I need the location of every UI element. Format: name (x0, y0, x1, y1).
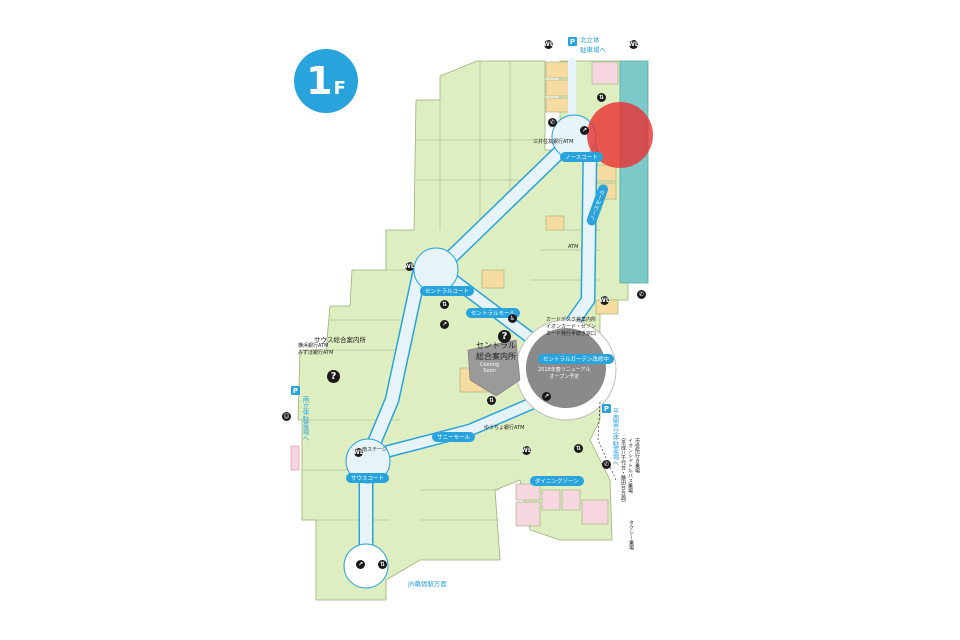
shop-block (515, 483, 541, 501)
coming-soon-label: Coming Soon (480, 362, 500, 374)
baby-room-icon: ☺ (282, 412, 291, 421)
floor-number: 1 (306, 59, 333, 103)
walkway-west-vertical-fill (366, 264, 426, 454)
shop-block (581, 499, 609, 525)
dining-zone-label: ダイニングゾーン (530, 476, 584, 486)
floor-badge: 1 F (294, 49, 358, 113)
parking-icon: P (602, 404, 611, 413)
walkway-north-diagonal-fill (434, 134, 578, 274)
atm-right-label: ATM (568, 244, 579, 250)
parking-icon: P (291, 386, 300, 395)
restroom-icon: ŴĿ (599, 296, 610, 305)
shop-block (591, 61, 619, 85)
renewal-label: 2018年春リニューアル オープン予定 (538, 367, 591, 380)
teal-block (619, 60, 649, 284)
phone-icon: ✆ (637, 290, 646, 299)
restroom-icon: ŴĿ (353, 448, 364, 457)
restroom-icon: ŴĿ (521, 446, 532, 455)
escalator-icon: ↗ (542, 392, 551, 401)
south-parking-label: 南立体駐車場へ (301, 396, 309, 442)
shop-block (515, 501, 541, 527)
elevator-icon: ⇅ (378, 560, 387, 569)
shop-block (541, 489, 561, 511)
central-info-label: セントラル 総合案内所 (476, 341, 516, 361)
north-parking-label: 北立体 駐車場へ (580, 36, 606, 54)
wheelchair-icon: ♿ (508, 314, 517, 323)
taxi-label: タクシー乗場 (628, 520, 634, 550)
elevator-icon: ⇅ (574, 444, 583, 453)
south-info-label: サウス総合案内所 (314, 336, 366, 344)
shop-block (481, 269, 505, 289)
info-icon: ? (498, 330, 511, 343)
shop-block (545, 97, 571, 113)
south-entrance-court (343, 543, 389, 589)
central-garden-label: セントラルガーデン改修中 (538, 354, 614, 364)
central-garden-inner (526, 328, 606, 408)
walkway-sunny-fill (365, 395, 545, 461)
south-court-label: サウスコート (346, 473, 390, 483)
phone-icon: ✆ (602, 460, 611, 469)
station-direction-label: JR幕張駅方面 (408, 580, 447, 588)
restroom-icon: ŴĿ (404, 262, 415, 271)
escalator-icon: ↗ (356, 560, 365, 569)
elevator-icon: ⇅ (440, 300, 449, 309)
bus-route (597, 401, 617, 481)
bus-note-label: 市役所行き乗場 イオンシャトルバス乗場 (京成八千代台・勝田台方面) (620, 438, 640, 502)
atm-south-label: 横浜銀行ATM みずほ銀行ATM (298, 343, 334, 356)
escalator-icon: ↗ (580, 126, 589, 135)
north-court-label: ノースコート (560, 152, 603, 162)
parking-icon: P (568, 37, 577, 46)
central-mall-label: セントラルモール (466, 308, 521, 318)
south-stage-label: 南ステージ (362, 447, 387, 453)
shop-block (545, 61, 571, 79)
restroom-icon: ŴĿ (543, 40, 554, 49)
sunny-mall-label: サニーモール (432, 432, 476, 442)
shop-block (545, 79, 571, 97)
shop-block (545, 215, 565, 231)
central-court-label: セントラルコート (420, 286, 474, 296)
restroom-icon: ŴĿ (628, 40, 639, 49)
bank-atm-label: 三井住友銀行ATM (533, 139, 574, 145)
phone-icon: ✆ (548, 118, 557, 127)
floor-unit: F (333, 78, 346, 99)
info-icon: ? (327, 370, 340, 383)
cards-label: カードデスク兼案内所 イオンカード・セゾン カード発行手続き窓口 (546, 317, 597, 337)
central-atm-label: ゆうちょ銀行ATM (484, 425, 525, 431)
elevator-icon: ⇅ (597, 93, 606, 102)
east-parking-label: 平面東立体駐車場へ (611, 408, 619, 467)
bus-stop-marker (290, 445, 300, 471)
shop-block (561, 489, 581, 511)
escalator-icon: ↗ (440, 320, 449, 329)
elevator-icon: ⇅ (487, 396, 496, 405)
